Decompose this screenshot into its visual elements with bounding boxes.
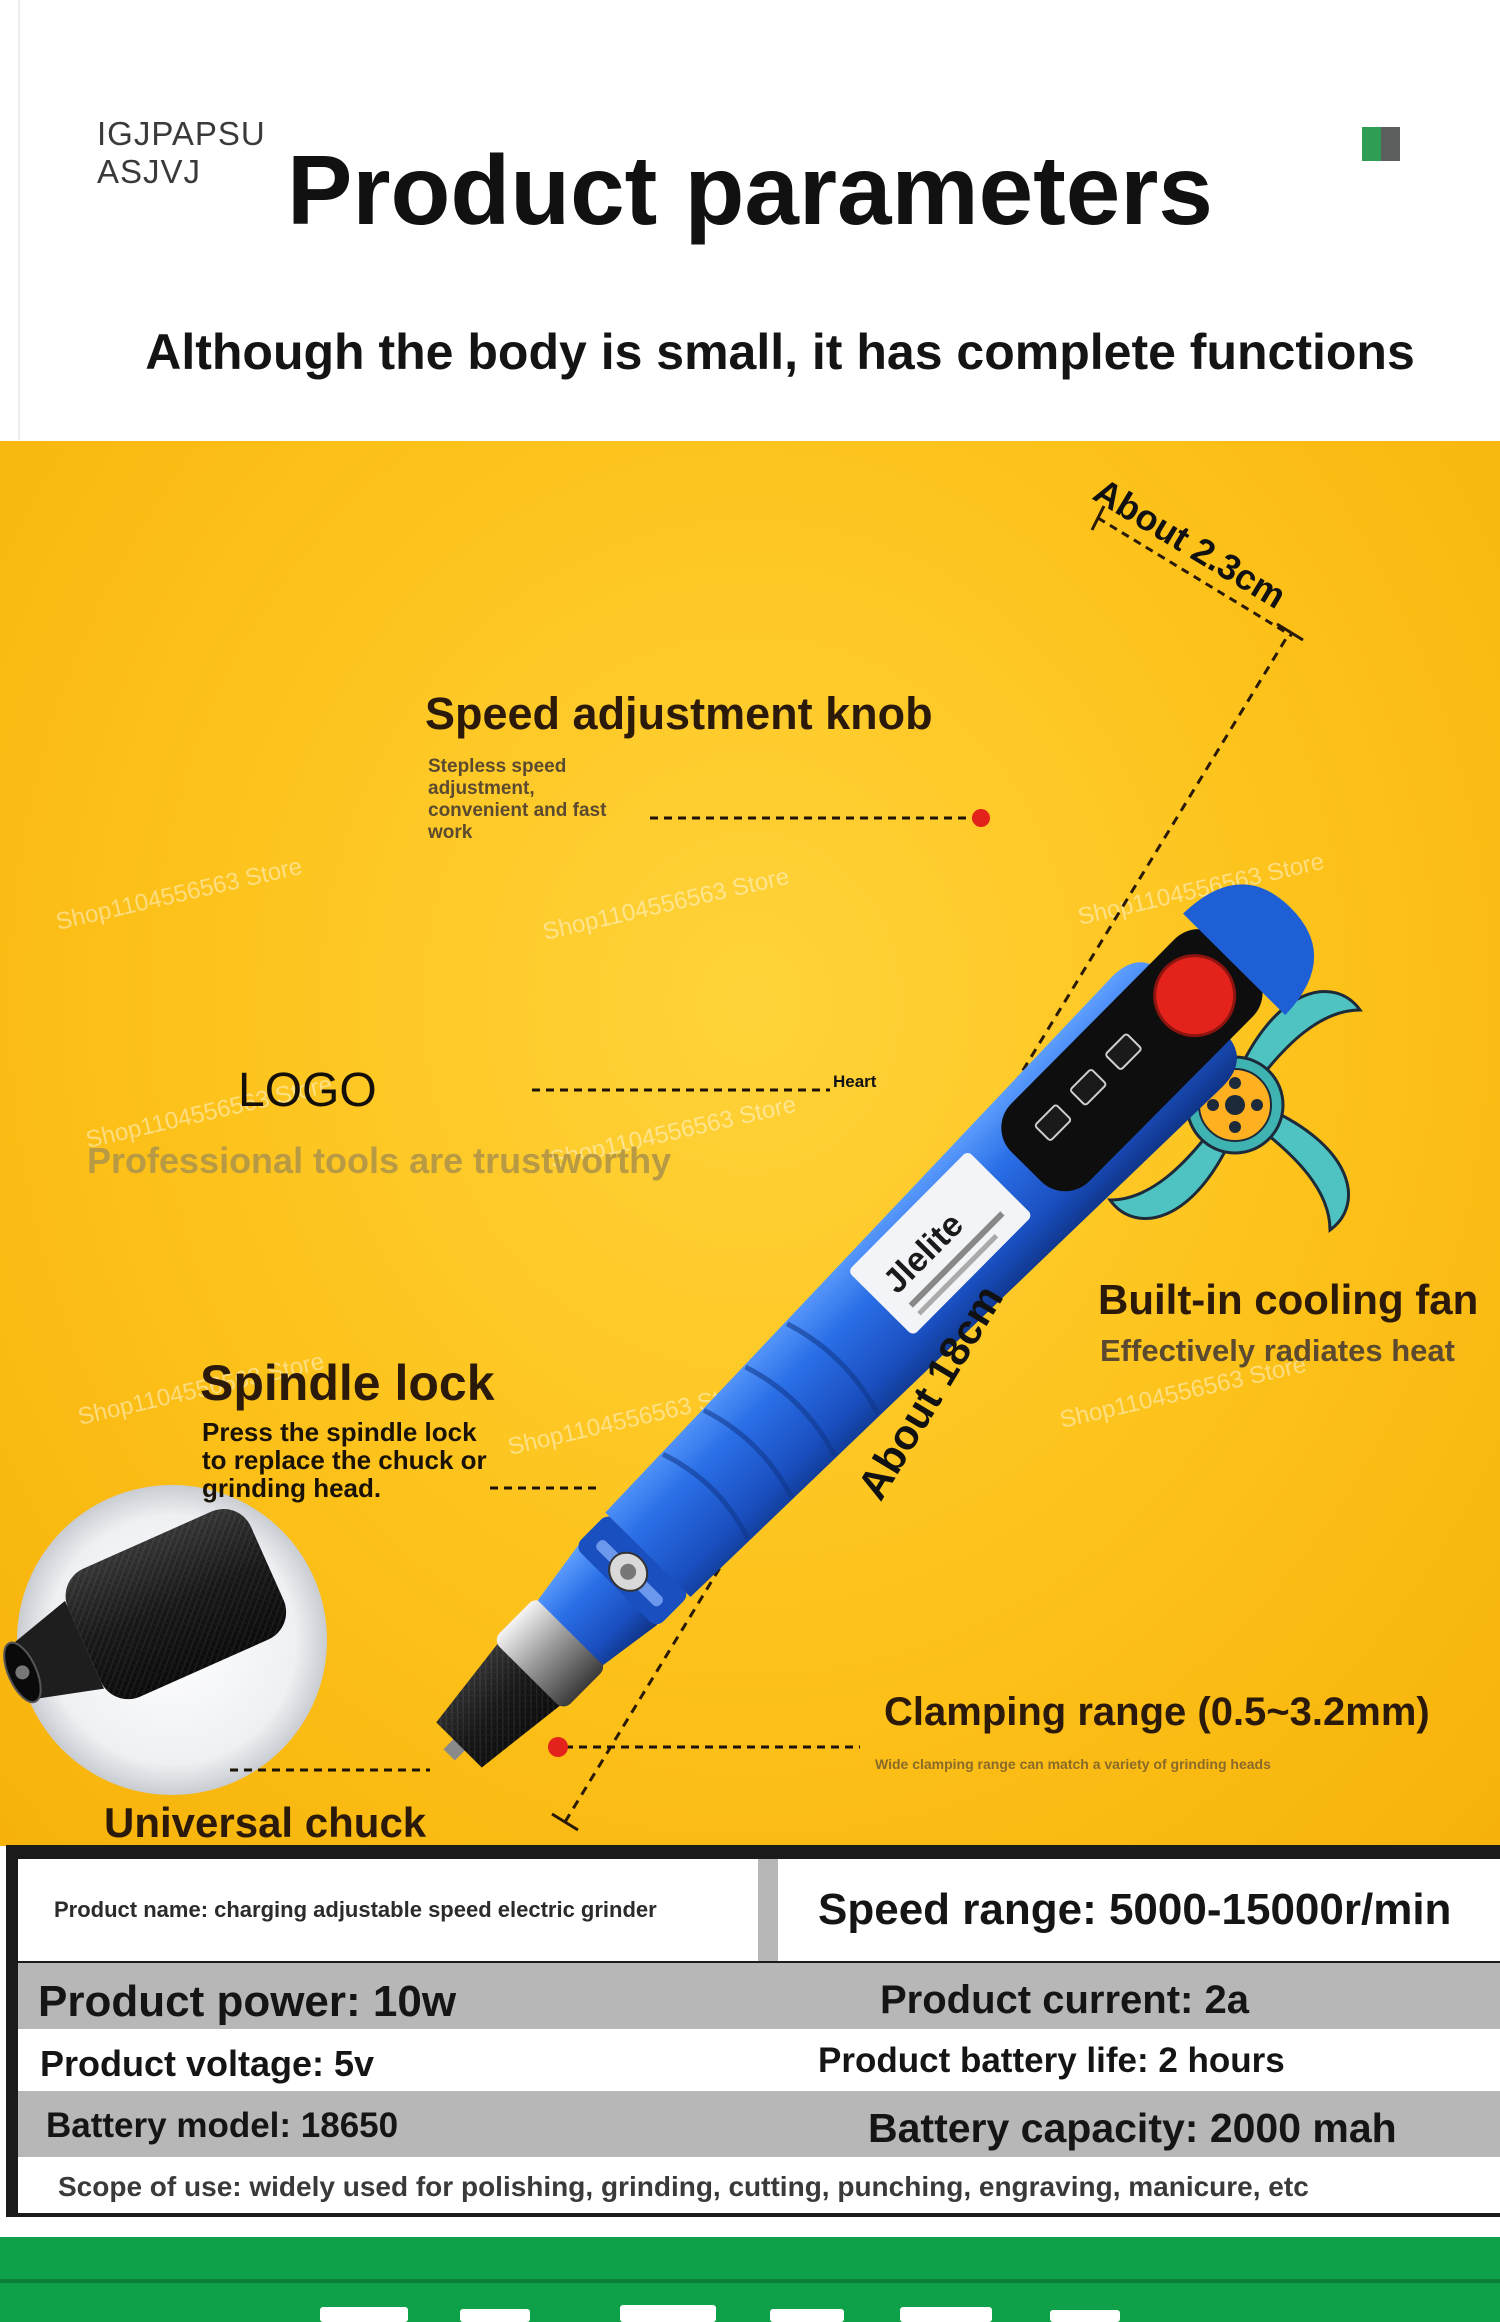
page-subtitle: Although the body is small, it has compl… <box>145 324 1415 380</box>
spindle-lock-desc-line-2: to replace the chuck or <box>202 1445 487 1475</box>
width-dimension-line <box>1090 505 1293 638</box>
color-swatch-icon <box>1362 127 1400 161</box>
spec-current: Product current: 2a <box>880 1978 1249 2022</box>
spec-product-name: Product name: charging adjustable speed … <box>54 1897 657 1922</box>
page-title: Product parameters <box>287 135 1213 245</box>
spec-row-5: Scope of use: widely used for polishing,… <box>18 2157 1500 2213</box>
footer-banner <box>0 2237 1500 2322</box>
footer-glyph-1 <box>320 2307 408 2322</box>
spec-row-4: Battery model: 18650 Battery capacity: 2… <box>18 2091 1500 2157</box>
clamping-range-title: Clamping range (0.5~3.2mm) <box>884 1690 1430 1734</box>
spec-row-divider <box>758 1859 778 1961</box>
spec-battery-model: Battery model: 18650 <box>46 2106 399 2145</box>
speed-knob-desc-line-1: Stepless speed <box>428 756 567 777</box>
brand-line-1: IGJPAPSU <box>97 115 266 152</box>
logo-title: LOGO <box>238 1064 377 1117</box>
spec-voltage: Product voltage: 5v <box>40 2043 375 2084</box>
spindle-lock-desc-line-3: grinding head. <box>202 1473 382 1503</box>
footer-glyph-5 <box>900 2307 992 2322</box>
speed-knob-description: Stepless speed adjustment, convenient an… <box>428 756 606 844</box>
footer-glyph-3 <box>620 2305 716 2322</box>
footer-glyph-6 <box>1050 2310 1120 2322</box>
footer-divider <box>0 2279 1500 2283</box>
header-edge-line <box>18 0 20 440</box>
speed-knob-desc-line-2: adjustment, <box>428 778 535 799</box>
speed-knob-marker <box>972 809 990 827</box>
spec-battery-capacity: Battery capacity: 2000 mah <box>868 2105 1397 2151</box>
spec-row-3: Product voltage: 5v Product battery life… <box>18 2029 1500 2091</box>
speed-knob-title: Speed adjustment knob <box>425 688 933 739</box>
spec-scope: Scope of use: widely used for polishing,… <box>58 2171 1309 2202</box>
spindle-lock-description: Press the spindle lock to replace the ch… <box>202 1418 487 1502</box>
spindle-lock-title: Spindle lock <box>200 1355 495 1411</box>
cooling-fan-title: Built-in cooling fan <box>1098 1276 1479 1323</box>
spec-row-1: Product name: charging adjustable speed … <box>18 1859 1500 1961</box>
watermark-1: Shop1104556563 Store <box>53 853 304 936</box>
callout-lines <box>230 816 975 1772</box>
spec-speed-range: Speed range: 5000-15000r/min <box>818 1885 1452 1934</box>
watermark-2: Shop1104556563 Store <box>540 863 791 946</box>
logo-tagline: Professional tools are trustworthy <box>87 1140 672 1181</box>
footer-glyph-4 <box>770 2309 844 2322</box>
cooling-fan-description: Effectively radiates heat <box>1100 1333 1455 1368</box>
clamping-marker <box>548 1737 568 1757</box>
universal-chuck-title: Universal chuck <box>104 1799 427 1846</box>
logo-marker-label: Heart <box>833 1072 877 1091</box>
chuck-closeup-image <box>3 1485 327 1795</box>
brand-logo-text: IGJPAPSU ASJVJ <box>97 115 266 191</box>
speed-knob-desc-line-3: convenient and fast <box>428 800 607 821</box>
spec-power: Product power: 10w <box>38 1977 457 2026</box>
speed-knob-desc-line-4: work <box>428 822 473 843</box>
clamping-range-description: Wide clamping range can match a variety … <box>875 1756 1271 1772</box>
spec-table: Product name: charging adjustable speed … <box>6 1845 1500 2217</box>
spec-row-2: Product power: 10w Product current: 2a <box>18 1963 1500 2029</box>
footer-glyph-2 <box>460 2309 530 2322</box>
rotary-tool-drawing: Jlelite <box>436 884 1315 1768</box>
brand-line-2: ASJVJ <box>97 153 202 190</box>
spec-battery-life: Product battery life: 2 hours <box>818 2041 1285 2080</box>
spindle-lock-desc-line-1: Press the spindle lock <box>202 1417 477 1447</box>
